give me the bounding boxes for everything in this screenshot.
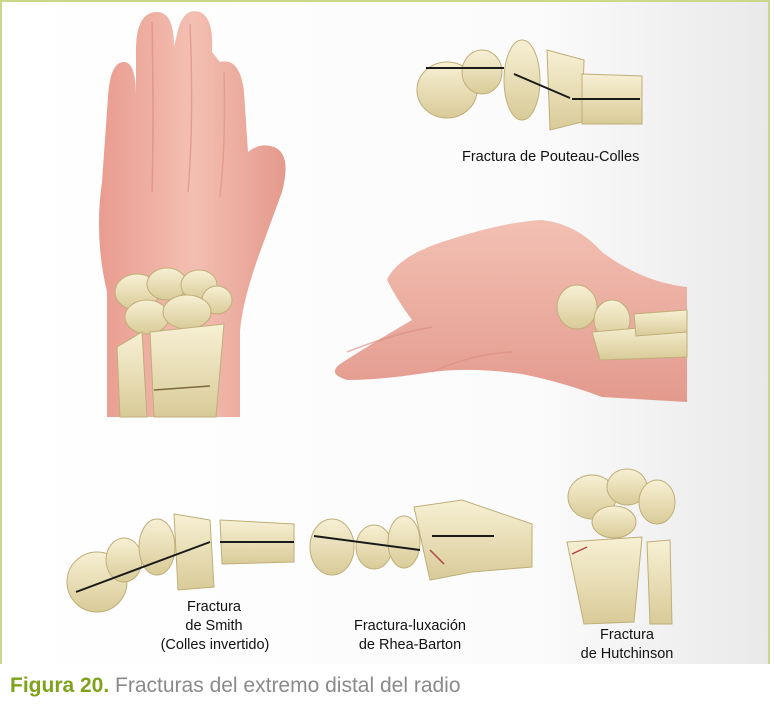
label-smith-line3: (Colles invertido) (160, 637, 270, 653)
palm-wrist-bones (114, 267, 233, 418)
label-hutch-line1: Fractura (600, 627, 654, 643)
fracture-illustration (66, 11, 688, 625)
label-hutch-line2: de Hutchinson (580, 646, 674, 662)
figure-caption: Figura 20. Fracturas del extremo distal … (10, 674, 461, 698)
figure-frame: Fractura de Pouteau-Colles Fractura de S… (0, 0, 770, 664)
label-smith-line2: de Smith (185, 618, 243, 634)
label-smith-line1: Fractura (187, 599, 241, 615)
hand-side-view (334, 220, 688, 402)
rhea-barton-diagram (309, 499, 533, 581)
pouteau-colles-diagram (416, 39, 643, 131)
figure-caption-text: Fracturas del extremo distal del radio (115, 674, 461, 697)
label-rhea-line1: Fractura-luxación (353, 618, 466, 634)
side-view-bones (556, 284, 688, 361)
hand-palm-view (98, 11, 286, 418)
hutchinson-diagram (566, 468, 676, 625)
figure-number: Figura 20. (10, 674, 110, 697)
label-pouteau-colles: Fractura de Pouteau-Colles (462, 149, 640, 165)
smith-fracture-diagram (66, 513, 295, 613)
label-rhea-line2: de Rhea-Barton (358, 637, 462, 653)
